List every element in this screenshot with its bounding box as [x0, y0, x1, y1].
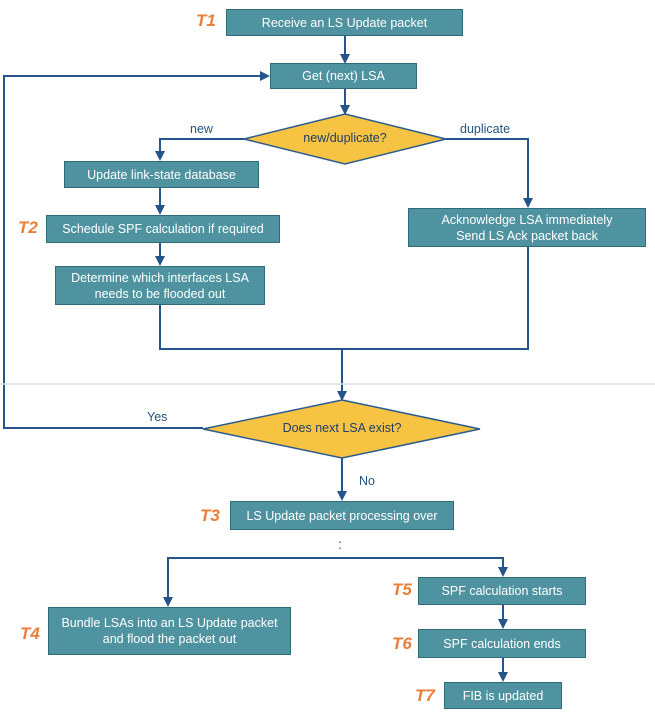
decision-next-lsa-diamond [202, 399, 481, 459]
continuation-dots: : [338, 536, 342, 552]
timestamp-t3: T3 [200, 506, 220, 525]
arrow-to-bundle [163, 557, 342, 607]
fib-updated-box: FIB is updated [444, 682, 562, 709]
receive-packet-box: Receive an LS Update packet [226, 9, 463, 36]
edge-label-no: No [359, 474, 375, 488]
determine-interfaces-box: Determine which interfaces LSA needs to … [55, 266, 265, 305]
arrow-new-branch [155, 138, 244, 161]
timestamp-t7: T7 [415, 686, 435, 705]
bundle-line-2: and flood the packet out [102, 632, 237, 646]
edge-label-yes: Yes [147, 410, 168, 424]
arrow-duplicate-branch [446, 138, 533, 208]
timestamp-t6: T6 [392, 634, 412, 653]
decision-next-lsa-label: Does next LSA exist? [282, 421, 402, 435]
timestamp-t4: T4 [20, 624, 40, 643]
determine-line-2: needs to be flooded out [94, 286, 226, 301]
spf-starts-box: SPF calculation starts [418, 577, 586, 605]
acknowledge-box: Acknowledge LSA immediately Send LS Ack … [408, 208, 646, 247]
decision-new-duplicate-label: new/duplicate? [303, 131, 387, 145]
get-next-lsa-box: Get (next) LSA [270, 63, 417, 89]
edge-label-new: new [190, 122, 213, 136]
spf-ends-box: SPF calculation ends [418, 629, 586, 658]
ack-line-1: Acknowledge LSA immediately [441, 212, 613, 227]
bundle-line-1: Bundle LSAs into an LS Update packet [61, 616, 278, 630]
timestamp-t2: T2 [18, 218, 38, 237]
schedule-spf-box: Schedule SPF calculation if required [46, 215, 280, 243]
arrow-to-spf-start [342, 557, 508, 577]
timestamp-t1: T1 [196, 11, 216, 30]
arrow-yes-loop [3, 71, 270, 429]
bundle-flood-box: Bundle LSAs into an LS Update packet and… [48, 607, 291, 655]
timestamp-t5: T5 [392, 580, 412, 599]
update-database-box: Update link-state database [64, 161, 259, 188]
ack-line-2: Send LS Ack packet back [456, 228, 598, 243]
determine-line-1: Determine which interfaces LSA [71, 270, 249, 285]
decision-new-duplicate-diamond [243, 113, 447, 165]
line-determine-merge [159, 246, 529, 350]
processing-over-box: LS Update packet processing over [230, 501, 454, 530]
edge-label-duplicate: duplicate [460, 122, 511, 136]
